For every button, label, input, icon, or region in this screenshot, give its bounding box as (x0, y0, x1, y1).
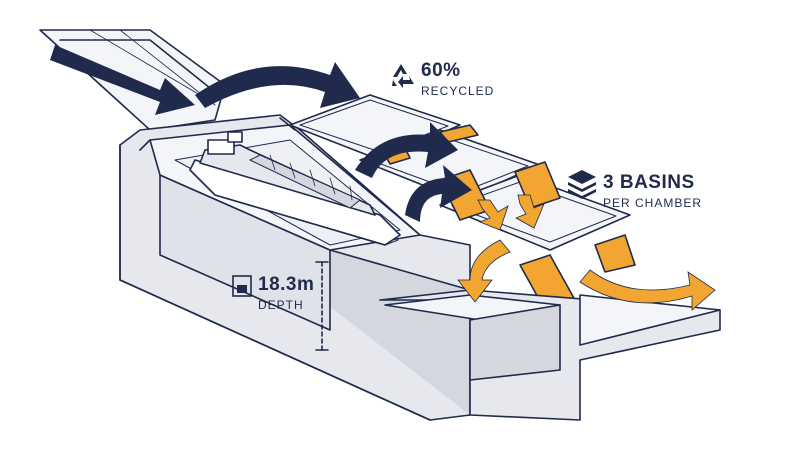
orange-arrow-1 (477, 199, 509, 231)
depth-label: DEPTH (258, 298, 304, 312)
mid-curve-arrow-2 (405, 165, 472, 222)
orange-arrow-2 (515, 194, 545, 229)
inflow-arrow (50, 45, 195, 115)
layers-icon (568, 170, 596, 199)
orange-flow-arrows (457, 194, 716, 311)
basins-label: PER CHAMBER (603, 196, 703, 210)
lower-chamber (379, 289, 721, 421)
recycled-label: RECYCLED (421, 84, 495, 98)
depth-value: 18.3m (258, 274, 315, 295)
recycled-value: 60% (421, 60, 461, 81)
container-ship (189, 131, 401, 246)
top-curve-arrow (195, 62, 360, 108)
orange-arrow-4 (579, 269, 716, 311)
depth-gauge-icon (232, 275, 252, 297)
orange-arrow-3 (457, 239, 511, 303)
mid-curve-arrow-1 (355, 122, 458, 178)
basins-value: 3 BASINS (603, 172, 695, 193)
recycle-icon (392, 64, 414, 88)
depth-marker (315, 261, 329, 351)
navy-flow-arrows (50, 45, 472, 222)
